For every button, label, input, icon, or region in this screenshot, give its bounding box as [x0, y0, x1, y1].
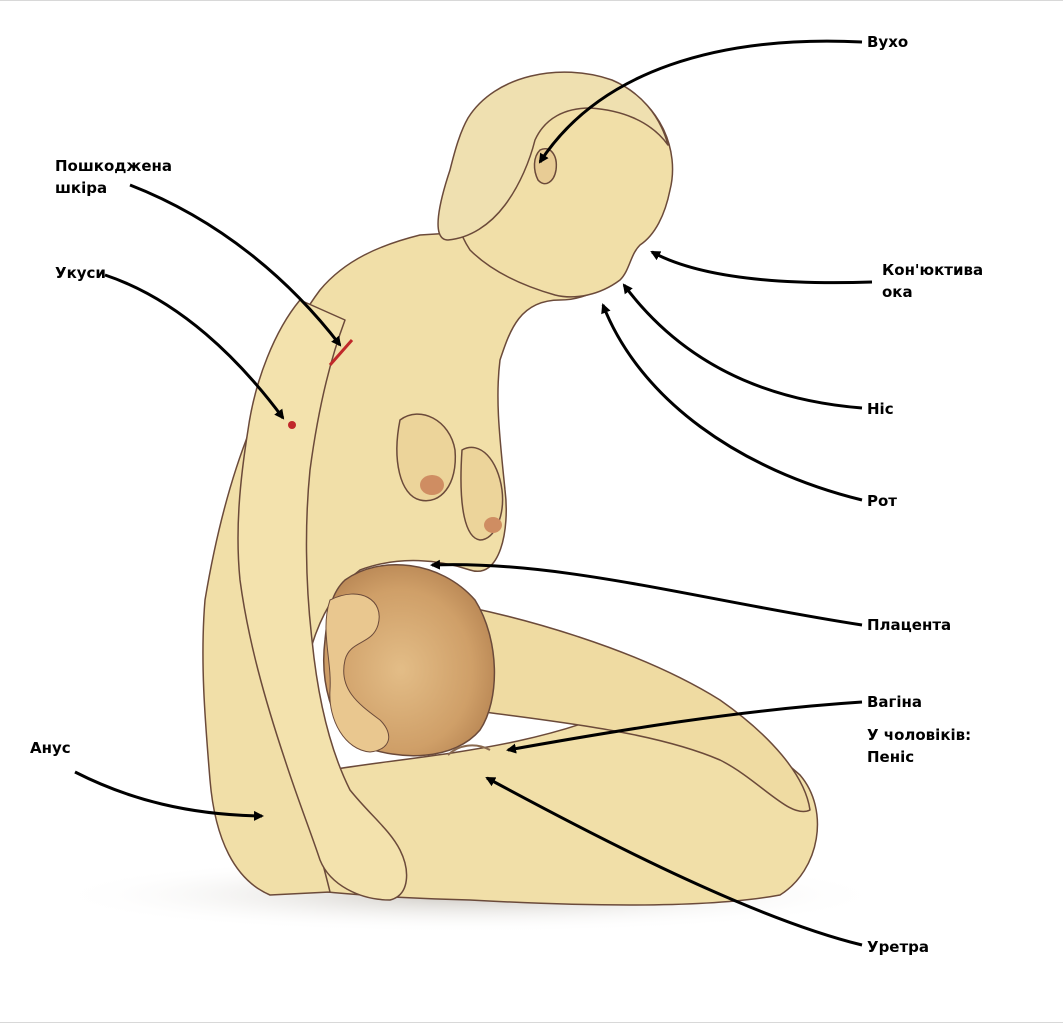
bite-mark — [288, 421, 296, 429]
label-mouth: Рот — [867, 490, 897, 512]
nipple-left — [420, 475, 444, 495]
nipple-right — [484, 517, 502, 533]
label-anus: Анус — [30, 737, 71, 759]
label-ear: Вухо — [867, 31, 908, 53]
label-bites: Укуси — [55, 262, 106, 284]
figure — [203, 72, 818, 905]
label-urethra: Уретра — [867, 936, 929, 958]
label-men-penis: У чоловіків:Пеніс — [867, 724, 971, 768]
label-nose: Ніс — [867, 398, 894, 420]
arrow-conjunctiva — [652, 252, 872, 283]
label-vagina: Вагіна — [867, 691, 922, 713]
label-placenta: Плацента — [867, 614, 951, 636]
